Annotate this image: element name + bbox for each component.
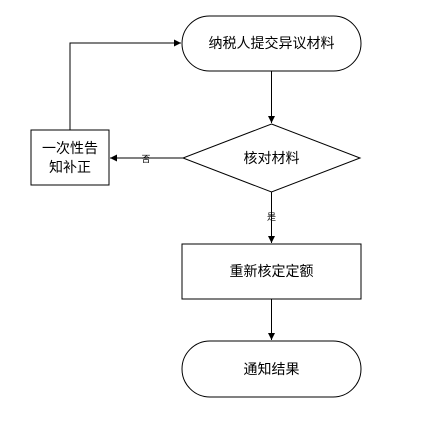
edge-label-no: 否 <box>141 154 150 165</box>
arrow-correction-to-start <box>69 39 181 130</box>
recalc-box-label: 重新核定定额 <box>230 264 314 280</box>
end-terminal-label: 通知结果 <box>244 361 300 378</box>
recalc-box <box>181 243 362 300</box>
start-terminal-label: 纳税人提交异议材料 <box>209 35 335 52</box>
correction-box-line2: 知补正 <box>49 159 91 176</box>
review-decision-label: 核对材料 <box>244 151 300 167</box>
correction-box <box>30 129 110 186</box>
end-terminal <box>181 340 362 398</box>
correction-box-line1: 一次性告 <box>42 141 98 157</box>
edge-label-yes: 是 <box>267 212 276 223</box>
